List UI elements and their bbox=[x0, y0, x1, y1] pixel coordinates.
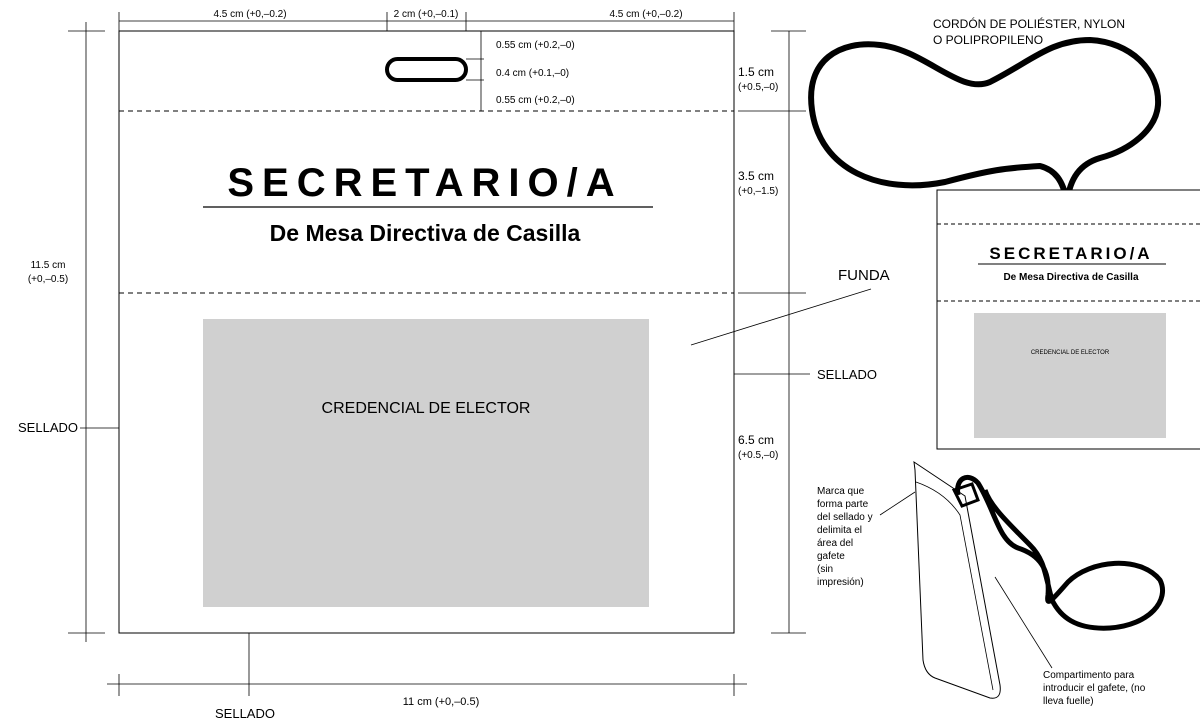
cord-label-line2: O POLIPROPILENO bbox=[933, 33, 1043, 47]
preview-credential-area bbox=[974, 313, 1166, 438]
badge-preview: SECRETARIO/A De Mesa Directiva de Casill… bbox=[936, 189, 1200, 450]
badge-title: SECRETARIO/A bbox=[227, 161, 622, 205]
marca-line-7: impresión) bbox=[817, 577, 864, 588]
sketch-seal-mark bbox=[915, 481, 994, 691]
compartimento-leader bbox=[994, 576, 1053, 669]
dim-top-left: 4.5 cm (+0,–0.2) bbox=[213, 9, 286, 20]
marca-line-6: (sin bbox=[817, 564, 833, 575]
right-dimension bbox=[734, 30, 810, 634]
cord-label-line1: CORDÓN DE POLIÉSTER, NYLON bbox=[933, 16, 1125, 31]
funda-label: FUNDA bbox=[838, 267, 890, 284]
dim-slot-bottom: 0.55 cm (+0.2,–0) bbox=[496, 95, 575, 106]
dim-total-height: 11.5 cm bbox=[31, 260, 66, 271]
compartimento-line-1: introducir el gafete, (no bbox=[1043, 683, 1146, 694]
sellado-bottom-label: SELLADO bbox=[215, 706, 275, 721]
marca-line-1: forma parte bbox=[817, 499, 869, 510]
dim-total-height-tol: (+0,–0.5) bbox=[28, 274, 68, 285]
credential-area bbox=[203, 319, 649, 607]
marca-leader bbox=[879, 491, 916, 516]
marca-line-5: gafete bbox=[817, 551, 845, 562]
credential-label: CREDENCIAL DE ELECTOR bbox=[322, 400, 531, 417]
dim-slot-top: 0.55 cm (+0.2,–0) bbox=[496, 40, 575, 51]
preview-subtitle: De Mesa Directiva de Casilla bbox=[1003, 272, 1139, 283]
funda-leader bbox=[690, 288, 872, 346]
dim-slot-height: 0.4 cm (+0.1,–0) bbox=[496, 68, 569, 79]
left-dimension bbox=[68, 22, 119, 642]
dim-total-width: 11 cm (+0,–0.5) bbox=[403, 696, 480, 708]
compartimento-line-0: Compartimento para bbox=[1043, 670, 1135, 681]
bottom-dimension bbox=[107, 633, 747, 696]
sellado-left-label: SELLADO bbox=[18, 420, 78, 435]
badge-subtitle: De Mesa Directiva de Casilla bbox=[270, 220, 581, 246]
marca-line-0: Marca que bbox=[817, 486, 865, 497]
sketch-clip bbox=[951, 482, 980, 508]
sketch-pouch bbox=[913, 460, 1001, 699]
dim-upper-zone-tol: (+0.5,–0) bbox=[738, 82, 778, 93]
marca-line-2: del sellado y bbox=[817, 512, 873, 523]
preview-credential-label: CREDENCIAL DE ELECTOR bbox=[1031, 350, 1110, 356]
dim-title-zone: 3.5 cm bbox=[738, 169, 774, 183]
dim-title-zone-tol: (+0,–1.5) bbox=[738, 186, 778, 197]
marca-callout: Marca que forma parte del sellado y deli… bbox=[817, 486, 873, 588]
marca-line-4: área del bbox=[817, 538, 853, 549]
compartimento-callout: Compartimento para introducir el gafete,… bbox=[1043, 670, 1146, 707]
lanyard-slot bbox=[385, 57, 468, 82]
top-dimensions bbox=[118, 12, 735, 31]
perspective-sketch bbox=[879, 460, 1165, 699]
sketch-cord bbox=[955, 474, 1165, 631]
compartimento-line-2: lleva fuelle) bbox=[1043, 696, 1094, 707]
marca-line-3: delimita el bbox=[817, 525, 862, 536]
dim-top-right: 4.5 cm (+0,–0.2) bbox=[609, 9, 682, 20]
sellado-right-label: SELLADO bbox=[817, 367, 877, 382]
dim-lower-zone-tol: (+0.5,–0) bbox=[738, 450, 778, 461]
main-badge: SECRETARIO/A De Mesa Directiva de Casill… bbox=[118, 30, 735, 634]
cord-loop bbox=[808, 37, 1162, 203]
dim-lower-zone: 6.5 cm bbox=[738, 433, 774, 447]
preview-title: SECRETARIO/A bbox=[989, 244, 1152, 263]
dim-upper-zone: 1.5 cm bbox=[738, 65, 774, 79]
dim-top-center: 2 cm (+0,–0.1) bbox=[394, 9, 459, 20]
slot-dimensions bbox=[466, 31, 484, 111]
